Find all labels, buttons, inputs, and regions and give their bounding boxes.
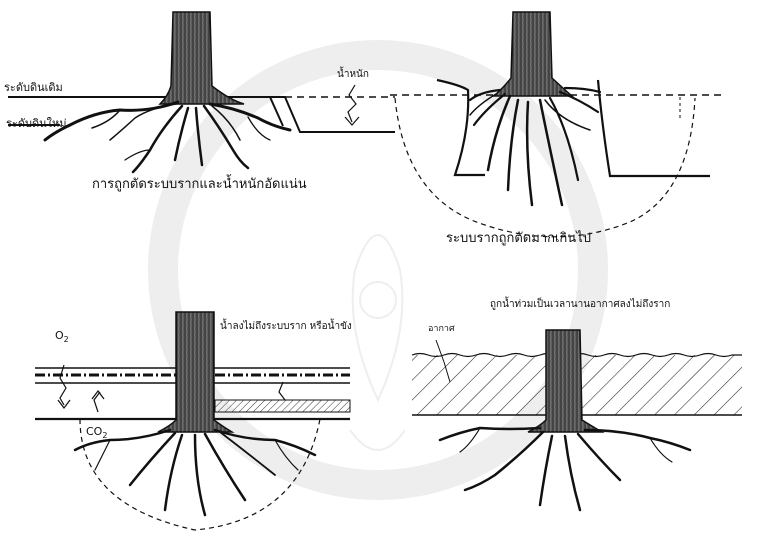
trunk-1 — [160, 12, 244, 104]
label-co2: CO2 — [86, 426, 107, 437]
title-flooding: ถูกน้ำท่วมเป็นเวลานานอากาศลงไม่ถึงราก — [490, 300, 670, 310]
label-weight: น้ำหนัก — [337, 70, 369, 80]
o2-text: O — [55, 329, 64, 342]
trunk-2 — [494, 12, 572, 96]
weight-arrow — [345, 85, 359, 125]
o2-subscript: 2 — [64, 335, 69, 344]
caption-excess-root-cut: ระบบรากถูกตัดมากเกินไป — [446, 232, 591, 245]
caption-compaction: การถูกตัดระบบรากและน้ำหนักอัดแน่น — [92, 178, 307, 191]
label-air: อากาศ — [428, 325, 455, 334]
hatched-strip — [215, 400, 350, 412]
label-o2: O2 — [55, 330, 69, 341]
label-new-soil-level: ระดับดินใหม่ — [6, 118, 66, 129]
co2-subscript: 2 — [102, 431, 107, 440]
panel-compacted-soil — [35, 312, 350, 530]
label-water-not-reach: น้ำลงไม่ถึงระบบราก หรือน้ำขัง — [220, 322, 352, 332]
watermark-figure — [350, 235, 405, 450]
co2-text: CO — [86, 425, 102, 438]
label-old-soil-level: ระดับดินเดิม — [4, 82, 63, 93]
watermark-seal — [163, 55, 593, 485]
